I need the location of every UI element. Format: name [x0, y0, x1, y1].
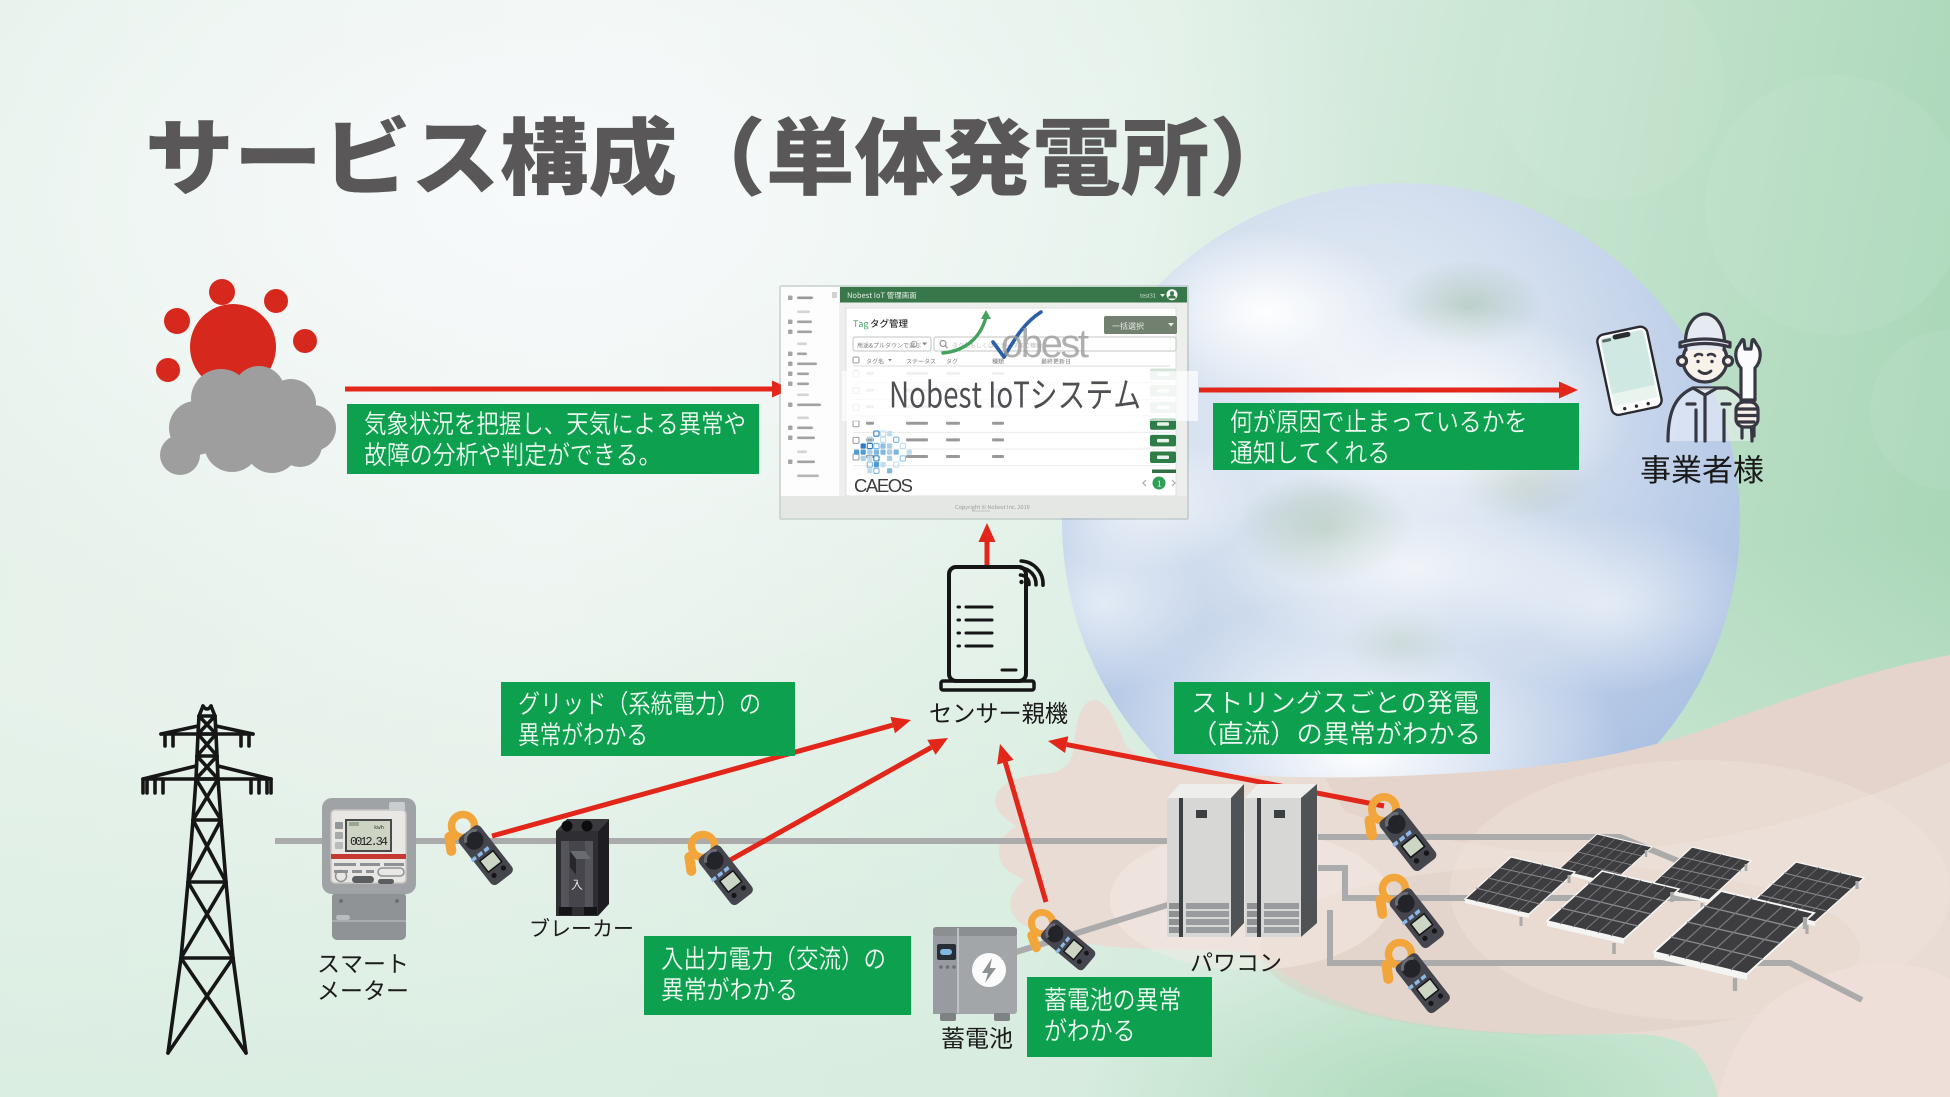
svg-text:kWh: kWh [374, 824, 384, 831]
svg-text:0012.34: 0012.34 [350, 835, 388, 849]
svg-text:obest: obest [1001, 322, 1089, 366]
svg-text:CAEOS: CAEOS [854, 475, 913, 496]
